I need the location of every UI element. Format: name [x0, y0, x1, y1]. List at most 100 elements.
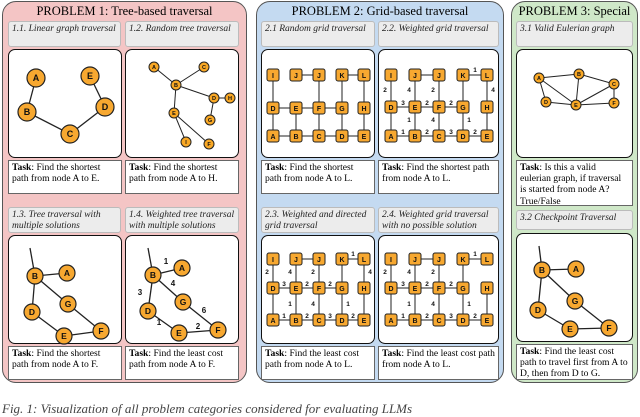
svg-text:G: G: [460, 105, 466, 112]
svg-text:E: E: [485, 318, 490, 325]
svg-text:H: H: [361, 106, 366, 113]
svg-text:B: B: [293, 134, 298, 141]
svg-text:F: F: [437, 286, 442, 293]
svg-text:1: 1: [164, 257, 169, 266]
svg-text:E: E: [87, 71, 93, 81]
svg-text:B: B: [412, 318, 417, 325]
svg-text:D: D: [460, 318, 465, 325]
svg-text:E: E: [362, 318, 367, 325]
svg-text:A: A: [537, 76, 541, 82]
svg-text:E: E: [574, 103, 578, 109]
svg-text:2: 2: [431, 269, 435, 276]
svg-text:G: G: [339, 286, 345, 293]
svg-text:A: A: [388, 134, 393, 141]
svg-text:F: F: [606, 323, 611, 333]
task-box: Task: Find the shortest path from node A…: [125, 160, 239, 194]
svg-text:I: I: [272, 257, 274, 264]
svg-text:G: G: [460, 286, 466, 293]
svg-text:2: 2: [425, 313, 429, 320]
svg-text:3: 3: [282, 281, 286, 288]
svg-text:2: 2: [425, 129, 429, 136]
svg-text:G: G: [208, 118, 212, 124]
svg-text:J: J: [413, 73, 417, 80]
svg-text:1: 1: [282, 313, 286, 320]
svg-text:1: 1: [473, 67, 477, 74]
svg-text:1: 1: [467, 301, 471, 308]
svg-text:4: 4: [407, 269, 411, 276]
svg-text:A: A: [270, 134, 275, 141]
svg-text:1: 1: [157, 318, 162, 327]
svg-text:2: 2: [383, 269, 387, 276]
svg-text:J: J: [437, 257, 441, 264]
svg-text:D: D: [339, 318, 344, 325]
linear-graph-svg: ABC DE: [17, 66, 115, 144]
svg-text:E: E: [485, 134, 490, 141]
svg-text:2: 2: [473, 313, 477, 320]
svg-text:B: B: [32, 271, 38, 281]
svg-text:2: 2: [328, 281, 332, 288]
svg-text:D: D: [388, 286, 393, 293]
svg-text:1: 1: [401, 129, 405, 136]
task-box: Task: Find the least cost path to travel…: [516, 344, 633, 380]
section-title: PROBLEM 2: Grid-based traversal: [291, 4, 469, 18]
svg-text:3: 3: [449, 129, 453, 136]
svg-text:F: F: [215, 325, 220, 335]
svg-text:B: B: [577, 72, 581, 78]
svg-text:2: 2: [449, 100, 453, 107]
panel-title: 1.4. Weighted tree traversal with multip…: [125, 207, 239, 233]
svg-text:2: 2: [425, 100, 429, 107]
svg-text:C: C: [612, 82, 616, 88]
panel-title: 2.4. Weighted grid traversal with no pos…: [378, 207, 499, 233]
svg-text:A: A: [270, 318, 275, 325]
svg-text:4: 4: [288, 269, 292, 276]
svg-text:L: L: [485, 73, 490, 80]
svg-text:E: E: [413, 286, 418, 293]
svg-text:A: A: [33, 73, 40, 83]
svg-text:C: C: [316, 134, 321, 141]
svg-text:J: J: [294, 257, 298, 264]
svg-text:1: 1: [407, 301, 411, 308]
task-box: Task: Find the shortest path from node A…: [8, 346, 122, 380]
svg-text:3: 3: [401, 100, 405, 107]
panel-title: 2.1 Random grid traversal: [261, 21, 375, 47]
svg-text:E: E: [362, 134, 367, 141]
svg-text:A: A: [64, 268, 70, 278]
svg-text:I: I: [390, 257, 392, 264]
svg-text:D: D: [145, 306, 151, 316]
panel-title: 3.2 Checkpoint Traversal: [516, 210, 633, 230]
section-title: PROBLEM 1: Tree-based traversal: [36, 4, 213, 18]
svg-text:F: F: [437, 105, 442, 112]
svg-text:4: 4: [171, 279, 176, 288]
svg-text:K: K: [460, 73, 465, 80]
svg-text:C: C: [316, 318, 321, 325]
svg-text:D: D: [270, 106, 275, 113]
svg-text:I: I: [390, 73, 392, 80]
svg-text:K: K: [460, 257, 465, 264]
svg-text:1: 1: [401, 313, 405, 320]
svg-text:B: B: [24, 107, 31, 117]
svg-text:E: E: [294, 106, 299, 113]
svg-text:G: G: [339, 106, 345, 113]
svg-text:B: B: [293, 318, 298, 325]
panel-title: 3.1 Valid Eulerian graph: [516, 21, 633, 47]
svg-text:H: H: [484, 105, 489, 112]
svg-text:F: F: [207, 142, 211, 148]
svg-text:3: 3: [328, 313, 332, 320]
svg-text:A: A: [388, 318, 393, 325]
svg-text:G: G: [180, 297, 187, 307]
svg-text:D: D: [212, 96, 216, 102]
